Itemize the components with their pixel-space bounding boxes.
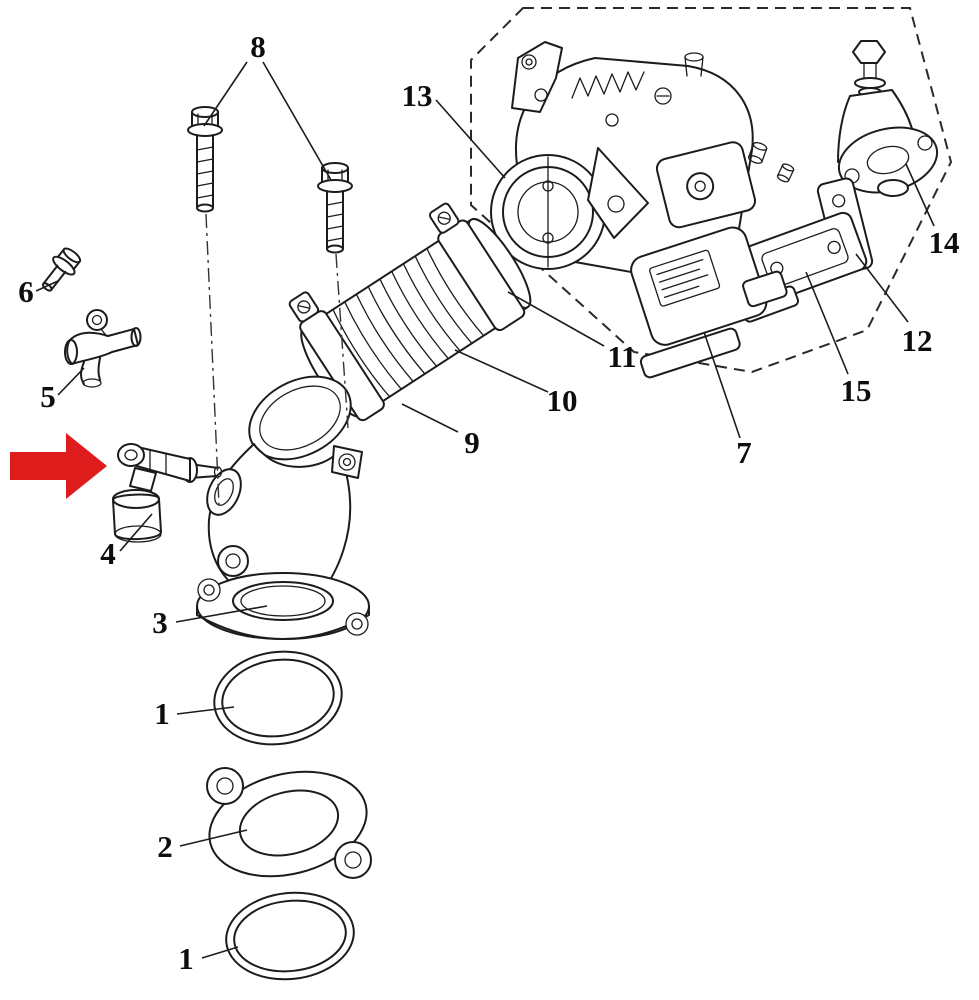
leader-line-5 bbox=[57, 367, 85, 396]
screw-icon bbox=[747, 142, 768, 164]
dashed-assembly-outline bbox=[470, 7, 953, 374]
leader-line-13 bbox=[435, 99, 506, 179]
throttle-body bbox=[490, 41, 795, 281]
leader-line-1bottom bbox=[201, 946, 239, 959]
leader-line-8b bbox=[262, 61, 332, 181]
bolt-centerline bbox=[335, 253, 349, 429]
o-ring-bottom bbox=[225, 891, 355, 981]
red-arrow-icon bbox=[10, 433, 107, 499]
gasket bbox=[206, 767, 372, 879]
leader-line-12 bbox=[855, 253, 909, 323]
part-label-4: 4 bbox=[100, 536, 116, 571]
leader-line-4 bbox=[119, 513, 153, 552]
part-label-1-bottom: 1 bbox=[178, 941, 194, 976]
flange-bolt-a bbox=[187, 106, 223, 213]
fuel-joint bbox=[64, 309, 142, 388]
part-label-13: 13 bbox=[402, 78, 433, 113]
leader-line-6 bbox=[35, 280, 59, 292]
part-label-15: 15 bbox=[841, 373, 872, 408]
map-sensor bbox=[630, 226, 788, 379]
hose-clamp-9 bbox=[288, 291, 385, 422]
leader-line-2 bbox=[179, 829, 248, 847]
flange-bolt-b bbox=[317, 162, 353, 254]
bolt-centerline bbox=[205, 213, 220, 506]
part-label-9: 9 bbox=[464, 425, 480, 460]
part-label-14: 14 bbox=[929, 225, 960, 260]
throttle-sensor-housing bbox=[655, 141, 757, 229]
leader-lines bbox=[35, 61, 935, 959]
part-label-10: 10 bbox=[547, 383, 578, 418]
leader-line-15 bbox=[805, 271, 849, 375]
leader-line-1top bbox=[176, 706, 235, 715]
part-label-8: 8 bbox=[250, 29, 266, 64]
bolt-6 bbox=[41, 247, 82, 292]
part-label-12: 12 bbox=[902, 323, 933, 358]
leader-line-11 bbox=[507, 291, 605, 347]
hose-clamp-11 bbox=[428, 202, 526, 332]
leader-line-10 bbox=[454, 349, 549, 393]
part-label-2: 2 bbox=[157, 829, 173, 864]
part-labels: 8 13 6 5 4 3 1 2 1 9 10 11 7 15 12 14 bbox=[18, 29, 959, 976]
leader-line-9 bbox=[401, 403, 459, 433]
part-label-5: 5 bbox=[40, 379, 56, 414]
injector-holder bbox=[112, 489, 162, 543]
o-ring-top bbox=[213, 650, 343, 746]
part-label-11: 11 bbox=[607, 339, 636, 374]
leader-line-7 bbox=[703, 331, 741, 439]
part-label-7: 7 bbox=[736, 435, 752, 470]
part-label-6: 6 bbox=[18, 274, 34, 309]
manifold-flange bbox=[196, 572, 370, 640]
leader-line-3 bbox=[175, 605, 268, 623]
intake-manifold bbox=[196, 375, 370, 640]
leader-line-14 bbox=[905, 163, 935, 227]
leader-line-8a bbox=[203, 61, 248, 127]
fuel-injector bbox=[112, 443, 223, 543]
part-label-1-top: 1 bbox=[154, 696, 170, 731]
screw-icon bbox=[776, 163, 795, 183]
part-label-3: 3 bbox=[152, 605, 168, 640]
intake-duct bbox=[288, 202, 532, 422]
